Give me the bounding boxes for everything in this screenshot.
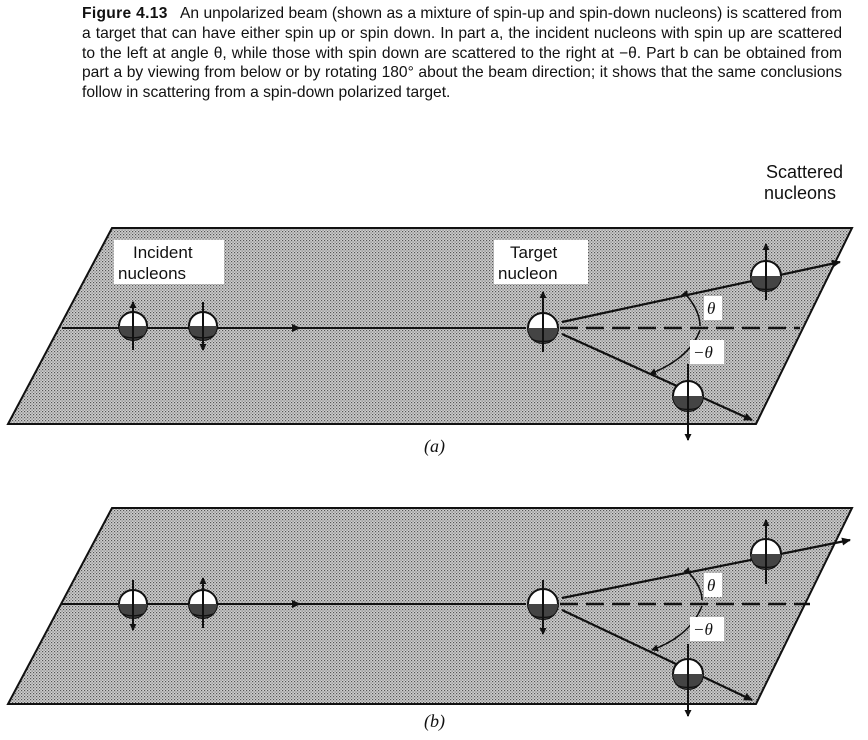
angle-theta-a: θ <box>707 299 715 318</box>
nucleon-incident-1-a <box>118 301 148 350</box>
scatter-up-line-a <box>561 259 841 324</box>
scattering-plane-b <box>6 507 854 705</box>
part-label-b: (b) <box>424 711 445 732</box>
caption-text: An unpolarized beam (shown as a mixture … <box>82 5 843 102</box>
incident-label-line2: nucleons <box>118 264 186 283</box>
nucleon-target-a <box>527 291 559 352</box>
angle-arc-neg-a <box>649 329 701 376</box>
angle-neg-theta-b: −θ <box>693 620 713 639</box>
scatter-up-line-b <box>561 537 851 600</box>
angle-arc-pos-a <box>681 290 701 327</box>
nucleon-scattered-down-a <box>672 364 704 441</box>
angle-neg-theta-a: −θ <box>693 343 713 362</box>
nucleon-incident-2-b <box>188 577 218 628</box>
nucleon-incident-2-a <box>188 302 218 351</box>
scatter-down-line-a <box>561 332 753 422</box>
nucleon-scattered-down-b <box>672 644 704 717</box>
nucleon-incident-1-b <box>118 580 148 631</box>
angle-arc-neg-b <box>651 605 703 652</box>
panel-b: θ −θ (b) <box>6 507 854 732</box>
scattered-label-line2: nucleons <box>764 183 836 203</box>
scatter-down-line-b <box>561 609 753 701</box>
incident-label-line1: Incident <box>133 243 193 262</box>
target-label-line1: Target <box>510 243 558 262</box>
target-label-line2: nucleon <box>498 264 558 283</box>
nucleon-target-b <box>527 580 559 635</box>
angle-theta-b: θ <box>707 576 715 595</box>
angle-arc-pos-b <box>683 567 703 601</box>
nucleon-scattered-up-b <box>750 519 782 584</box>
scattered-label-line1: Scattered <box>766 162 843 182</box>
panel-a: θ −θ Incident nucleons Target nucleon Sc… <box>6 162 854 457</box>
part-label-a: (a) <box>424 436 445 457</box>
figure-caption: Figure 4.13 An unpolarized beam (shown a… <box>82 4 842 103</box>
nucleon-scattered-up-a <box>750 243 782 300</box>
figure-label: Figure 4.13 <box>82 5 168 22</box>
